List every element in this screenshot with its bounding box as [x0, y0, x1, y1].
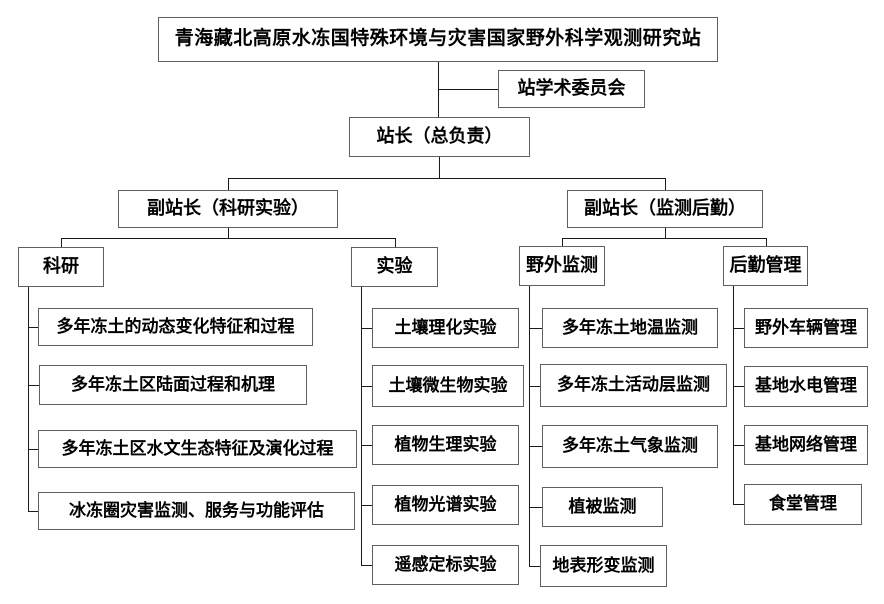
- connector: [61, 238, 62, 247]
- monitoring-item: 多年冻土地温监测: [542, 308, 718, 348]
- monitoring-item: 多年冻土气象监测: [542, 425, 718, 468]
- research-item: 多年冻土区陆面过程和机理: [39, 365, 307, 405]
- connector: [529, 507, 542, 508]
- dept-experiment-box: 实验: [351, 247, 438, 287]
- connector: [766, 238, 767, 246]
- connector: [395, 238, 396, 247]
- logistics-item: 野外车辆管理: [744, 308, 868, 348]
- logistics-item: 基地网络管理: [744, 425, 868, 465]
- connector: [28, 287, 29, 511]
- experiment-item: 土壤微生物实验: [372, 365, 524, 407]
- research-item: 冰冻圈灾害监测、服务与功能评估: [38, 492, 355, 530]
- connector: [562, 238, 563, 246]
- monitoring-item: 植被监测: [542, 487, 663, 527]
- connector: [228, 178, 665, 179]
- monitoring-item: 地表形变监测: [540, 545, 667, 587]
- connector: [361, 505, 372, 506]
- experiment-item: 植物光谱实验: [372, 485, 519, 525]
- deputy-director-monitoring-box: 副站长（监测后勤）: [567, 190, 763, 228]
- connector: [28, 327, 38, 328]
- experiment-item: 土壤理化实验: [372, 308, 519, 348]
- logistics-item: 基地水电管理: [744, 366, 868, 407]
- connector: [733, 286, 734, 504]
- connector: [361, 445, 372, 446]
- connector: [562, 238, 766, 239]
- connector: [529, 328, 542, 329]
- deputy-director-research-box: 副站长（科研实验）: [118, 190, 338, 228]
- connector: [28, 449, 38, 450]
- connector: [665, 228, 666, 238]
- connector: [228, 178, 229, 190]
- experiment-item: 植物生理实验: [372, 425, 519, 465]
- research-item: 多年冻土的动态变化特征和过程: [38, 308, 313, 346]
- dept-research-box: 科研: [18, 247, 104, 287]
- connector: [361, 565, 372, 566]
- connector: [733, 504, 744, 505]
- connector: [28, 385, 39, 386]
- experiment-item: 遥感定标实验: [372, 545, 519, 585]
- connector: [228, 228, 229, 238]
- connector: [733, 386, 744, 387]
- connector: [439, 157, 440, 178]
- connector: [733, 445, 744, 446]
- station-director-box: 站长（总负责）: [349, 117, 530, 157]
- connector: [361, 287, 362, 565]
- connector: [438, 89, 498, 90]
- connector: [361, 386, 372, 387]
- logistics-item: 食堂管理: [744, 484, 862, 525]
- connector: [529, 566, 540, 567]
- academic-committee-box: 站学术委员会: [498, 70, 645, 108]
- monitoring-item: 多年冻土活动层监测: [540, 364, 727, 407]
- connector: [665, 178, 666, 190]
- dept-field-monitoring-box: 野外监测: [519, 246, 605, 286]
- connector: [361, 328, 372, 329]
- connector: [529, 386, 540, 387]
- connector: [28, 511, 38, 512]
- connector: [61, 238, 395, 239]
- station-title-box: 青海藏北高原水冻国特殊环境与灾害国家野外科学观测研究站: [158, 17, 718, 62]
- research-item: 多年冻土区水文生态特征及演化过程: [38, 430, 357, 468]
- connector: [529, 286, 530, 566]
- dept-logistics-box: 后勤管理: [723, 246, 808, 286]
- connector: [529, 446, 542, 447]
- connector: [733, 328, 744, 329]
